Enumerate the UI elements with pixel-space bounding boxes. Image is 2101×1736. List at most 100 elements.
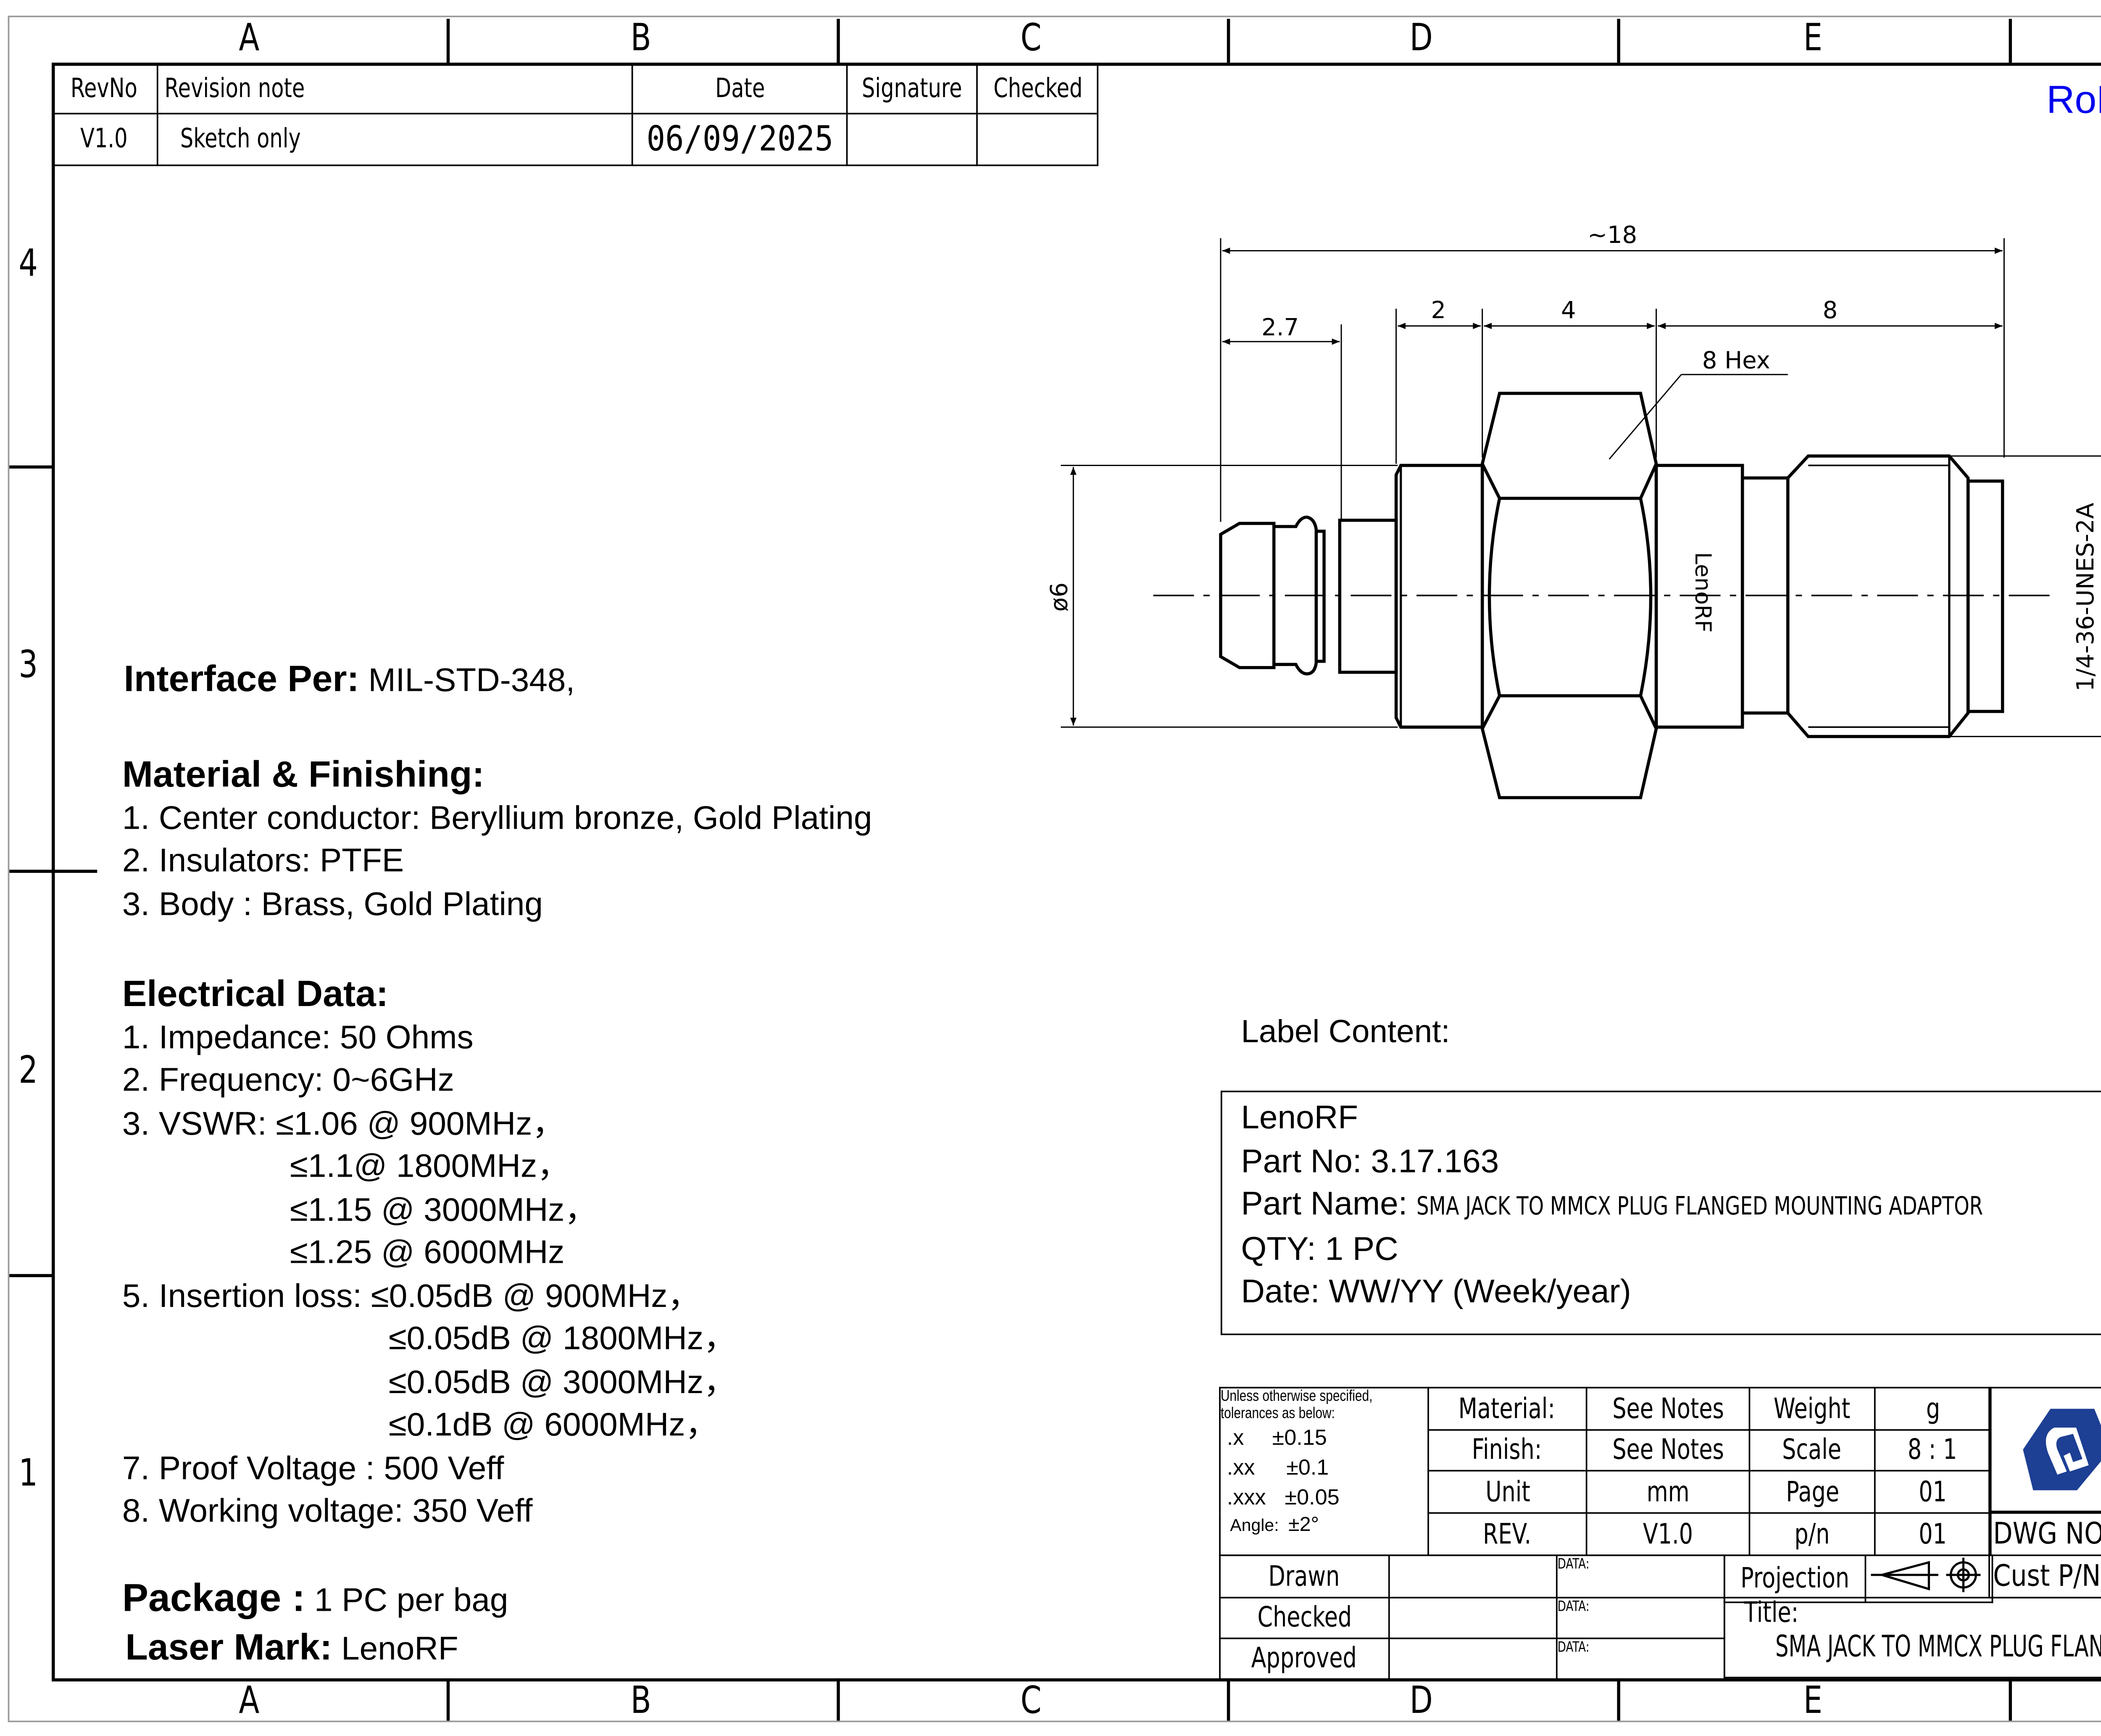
rev-cell-checked [976, 113, 1099, 166]
finish-label: Finish: [1427, 1429, 1588, 1472]
list-item: 1. Impedance: 50 Ohms [122, 1019, 474, 1056]
zone-divider [1227, 18, 1230, 63]
interface-note: Interface Per: MIL-STD-348, [124, 658, 575, 699]
label-part-name: Part Name: SMA JACK TO MMCX PLUG FLANGED… [1241, 1186, 1983, 1223]
zone-divider [1227, 1678, 1230, 1721]
dim-flange: 2 [1431, 297, 1446, 324]
scale-value: 8 : 1 [1874, 1429, 1992, 1472]
drawn-label: Drawn [1219, 1554, 1390, 1599]
list-item: ≤1.15 @ 3000MHz， [290, 1191, 598, 1228]
zone-divider [9, 1274, 52, 1277]
unit-label: Unit [1427, 1470, 1588, 1514]
list-item: 1. Center conductor: Beryllium bronze, G… [122, 800, 872, 836]
zone-label-top-c: C [1020, 16, 1042, 60]
rev-header-signature: Signature [846, 63, 978, 115]
list-item: ≤0.05dB @ 3000MHz， [388, 1364, 737, 1400]
rev-cell-signature [846, 113, 978, 166]
label-qty: QTY: 1 PC [1241, 1231, 1398, 1267]
weight-label: Weight [1749, 1387, 1875, 1431]
rohs-compliance-note: RoHS Compliant. [2046, 78, 2101, 122]
sheet-border [8, 16, 2101, 1723]
material-notes: Material & Finishing: 1. Center conducto… [122, 754, 872, 926]
zone-divider [837, 1678, 840, 1721]
zone-divider [446, 18, 449, 63]
title-cell: Title: SMA JACK TO MMCX PLUG FLANGED MOU… [1723, 1596, 2101, 1678]
revision-table: RevNo Revision note Date Signature Check… [52, 63, 1099, 166]
dim-diameter: ø6 [1045, 582, 1073, 612]
zone-label-bottom-a: A [239, 1678, 260, 1723]
tolerance-intro: Unless otherwise specified, tolerances a… [1220, 1388, 1373, 1423]
tolerance-block: Unless otherwise specified, tolerances a… [1219, 1387, 1429, 1556]
list-item: 2. Frequency: 0~6GHz [122, 1062, 454, 1099]
zone-divider [9, 465, 52, 468]
checked-signature [1388, 1596, 1557, 1639]
zone-divider [1617, 1678, 1620, 1721]
approved-date: DATA: [1556, 1637, 1725, 1680]
list-item: 3. Body : Brass, Gold Plating [122, 886, 543, 922]
zone-label-left-3: 3 [18, 642, 38, 687]
tolerance-x: .x±0.15 [1227, 1424, 1327, 1450]
zone-label-left-2: 2 [18, 1048, 38, 1093]
projection-symbol [1864, 1554, 1993, 1603]
list-item: 2. Insulators: PTFE [122, 843, 404, 879]
pn-label: p/n [1749, 1512, 1875, 1556]
hex-callout: 8 Hex [1702, 347, 1770, 374]
projection-label: Projection [1723, 1554, 1867, 1603]
material-heading: Material & Finishing: [122, 753, 484, 795]
pn-value: 01 [1874, 1512, 1992, 1556]
page-label: Page [1749, 1470, 1875, 1514]
zone-label-top-e: E [1803, 16, 1823, 60]
weight-value: g [1874, 1387, 1992, 1431]
dwg-no-label: DWG NO. [1988, 1512, 2101, 1556]
title-label: Title: [1744, 1596, 1799, 1630]
tolerance-angle: Angle:±2° [1230, 1512, 1319, 1536]
rev-label: REV. [1427, 1512, 1588, 1556]
list-item: ≤0.1dB @ 6000MHz， [388, 1407, 718, 1444]
unit-value: mm [1585, 1470, 1751, 1514]
lenorf-logo-icon [2022, 1409, 2101, 1491]
rev-cell-note: Sketch only [156, 113, 634, 166]
page-value: 01 [1874, 1470, 1992, 1514]
label-content-title: Label Content: [1241, 1014, 1450, 1050]
rev-header-revno: RevNo [52, 63, 158, 115]
thread-spec: 1/4-36-UNES-2A [2072, 503, 2099, 691]
finish-value: See Notes [1585, 1429, 1751, 1472]
material-label: Material: [1427, 1387, 1588, 1431]
zone-divider [9, 869, 97, 872]
zone-divider [837, 18, 840, 63]
scale-label: Scale [1749, 1429, 1875, 1472]
zone-divider [2009, 18, 2011, 63]
drawing-number-table: DWG NO. 3.17.163 Cust P/N. TBD [1988, 1512, 2101, 1599]
list-item: ≤1.25 @ 6000MHz [290, 1235, 565, 1271]
checked-date: DATA: [1556, 1596, 1725, 1639]
list-item: 8. Working voltage: 350 Veff [122, 1493, 533, 1530]
projection-row: Projection [1723, 1554, 1993, 1603]
package-note: Package : 1 PC per bag [122, 1576, 508, 1620]
zone-label-left-1: 1 [18, 1451, 38, 1495]
label-content-box: LenoRF Part No: 3.17.163 Part Name: SMA … [1220, 1091, 2101, 1336]
rev-header-note: Revision note [156, 63, 634, 115]
rev-cell-date: 06/09/2025 [632, 113, 848, 166]
cust-pn-label: Cust P/N. [1988, 1554, 2101, 1599]
zone-label-top-a: A [239, 16, 260, 60]
list-item: 5. Insertion loss: ≤0.05dB @ 900MHz， [122, 1278, 700, 1314]
zone-label-bottom-e: E [1803, 1678, 1823, 1723]
zone-label-left-4: 4 [18, 241, 38, 285]
logo-cell [1988, 1387, 2101, 1512]
electrical-notes: Electrical Data: 1. Impedance: 50 Ohms 2… [122, 973, 737, 1533]
label-part-no: Part No: 3.17.163 [1241, 1143, 1499, 1180]
zone-label-top-b: B [630, 16, 651, 60]
zone-divider [1617, 18, 1620, 63]
list-item: 3. VSWR: ≤1.06 @ 900MHz， [122, 1105, 565, 1142]
zone-divider [2009, 1678, 2011, 1721]
dim-overall-length: ~18 [1588, 221, 1637, 249]
label-date: Date: WW/YY (Week/year) [1241, 1275, 1631, 1311]
zone-label-bottom-c: C [1020, 1678, 1042, 1723]
list-item: 7. Proof Voltage : 500 Veff [122, 1450, 504, 1486]
body-marking: LenoRF [1690, 552, 1715, 633]
list-item: ≤1.1@ 1800MHz， [290, 1149, 570, 1185]
zone-label-bottom-d: D [1409, 1678, 1433, 1723]
drawn-date: DATA: [1556, 1554, 1725, 1599]
